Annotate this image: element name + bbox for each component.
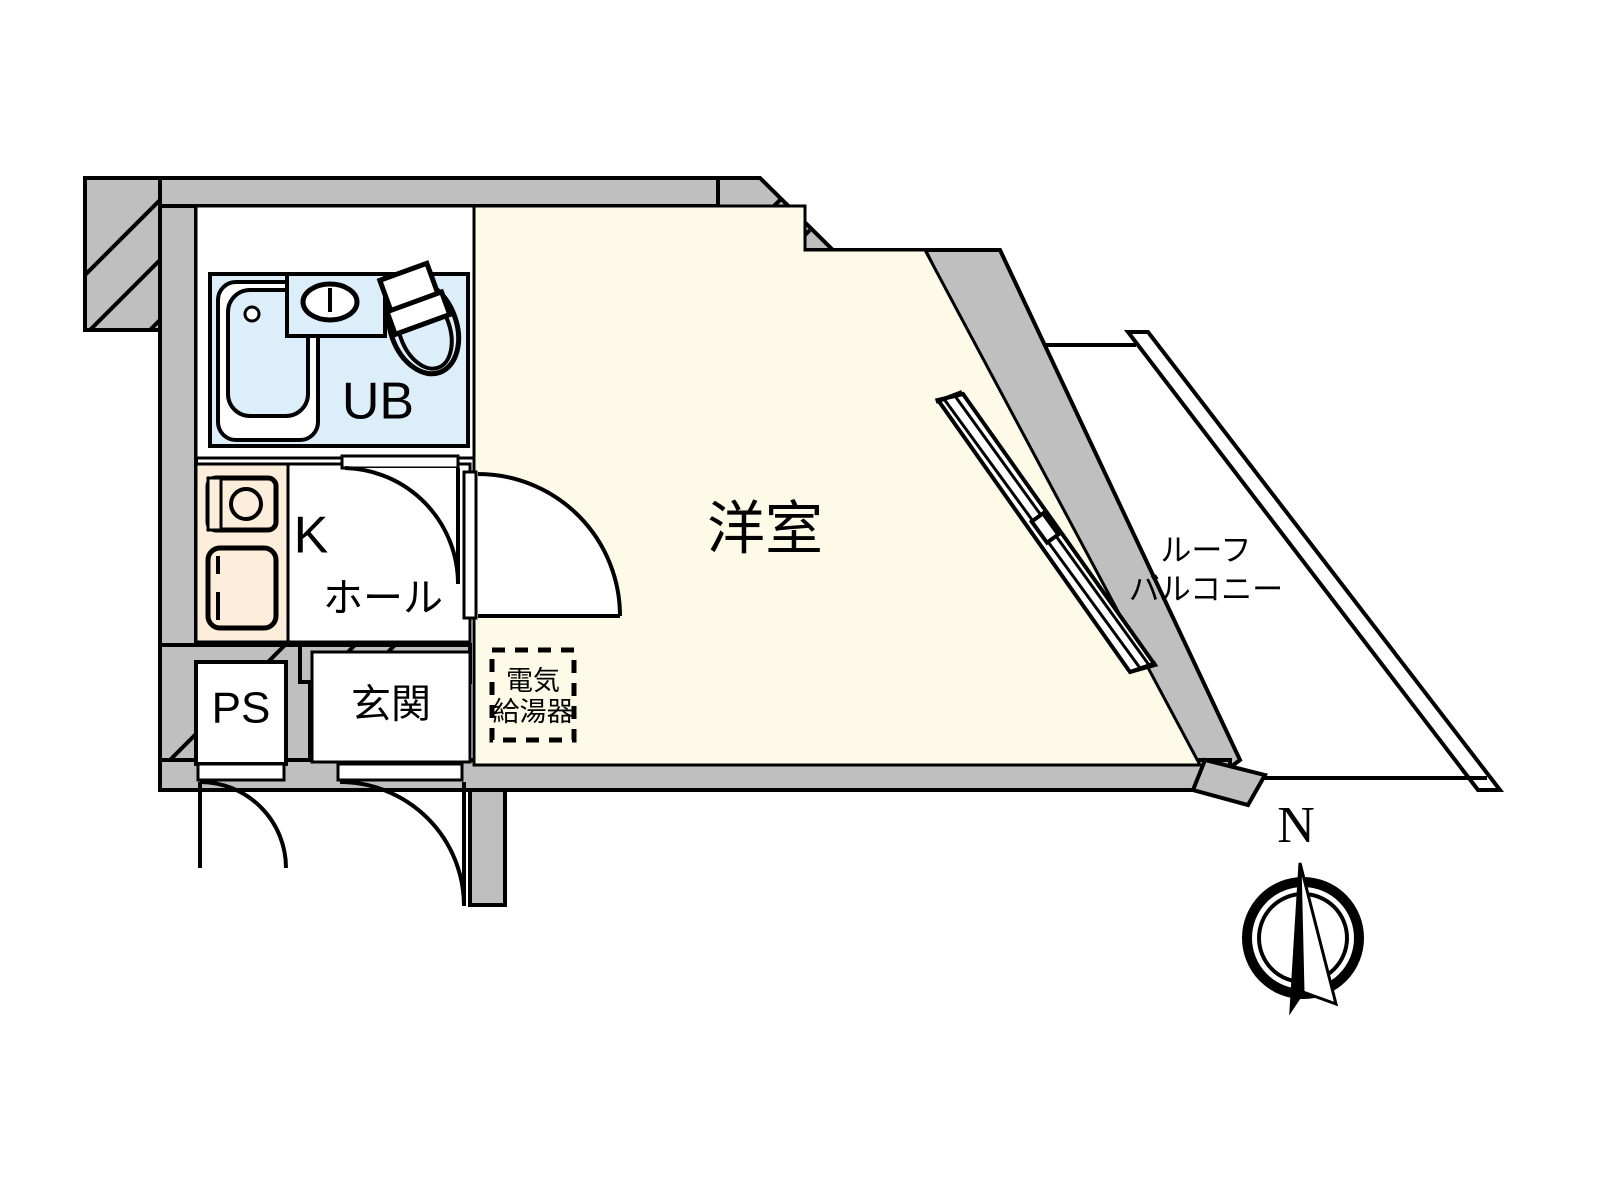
label-yoshitsu: 洋室 — [707, 496, 823, 561]
window-jamb-bottom — [1129, 661, 1157, 674]
compass-north-label: N — [1277, 797, 1315, 854]
kitchen-sink-icon — [205, 545, 279, 631]
water-heater-label-line1: 電気 — [506, 666, 560, 696]
doors — [196, 454, 622, 907]
wall-bottom-stub — [468, 788, 507, 907]
toilet-icon — [376, 260, 462, 377]
door-genkan-frame — [336, 762, 464, 782]
window-jamb-top — [935, 390, 963, 404]
label-balcony-line2: バルコニー — [1129, 572, 1283, 607]
room-floor-genkan — [310, 650, 472, 764]
label-ub: UB — [342, 373, 414, 431]
compass-rose: N — [1242, 797, 1364, 1016]
room-labels: 洋室 UB K ホール 玄関 PS ルーフ バルコニー — [212, 373, 1284, 733]
window-diagonal-sliding — [934, 390, 1159, 675]
stove-grill-icon — [206, 476, 223, 532]
label-hall: ホール — [323, 577, 443, 621]
door-ps-swing-arc — [199, 780, 288, 869]
door-ub — [340, 454, 460, 585]
kitchen-fixtures — [205, 475, 279, 631]
water-heater-dashed-outline — [489, 647, 577, 743]
water-heater-box: 電気 給湯器 — [489, 647, 577, 743]
room-floor-ps — [194, 660, 288, 766]
door-ps — [196, 762, 288, 869]
label-kitchen: K — [294, 507, 329, 565]
door-genkan — [336, 762, 466, 907]
label-genkan: 玄関 — [351, 683, 431, 727]
label-balcony-line1: ルーフ — [1160, 533, 1251, 568]
door-yoshitsu-frame — [462, 470, 478, 620]
balcony-railing-right — [1123, 330, 1505, 792]
water-heater-label-line2: 給湯器 — [493, 697, 574, 727]
door-genkan-swing-arc — [339, 780, 466, 907]
door-ub-frame — [340, 454, 460, 470]
door-yoshitsu — [462, 470, 622, 620]
room-floor-yoshitsu — [472, 204, 1203, 767]
label-ps: PS — [212, 684, 271, 733]
bathtub-drain-icon — [243, 305, 261, 323]
ub-fixtures — [216, 260, 462, 442]
window-latch-icon — [1028, 510, 1062, 546]
compass-needle-light — [1298, 862, 1339, 1007]
toilet-lid-icon — [383, 288, 453, 338]
wall-top-band — [158, 176, 732, 208]
door-ps-frame — [196, 762, 286, 782]
stove-burner-icon — [229, 487, 263, 521]
wall-bottom-right-stub — [1190, 757, 1269, 808]
door-ub-swing-arc — [344, 466, 460, 585]
door-yoshitsu-swing-arc — [477, 472, 622, 617]
